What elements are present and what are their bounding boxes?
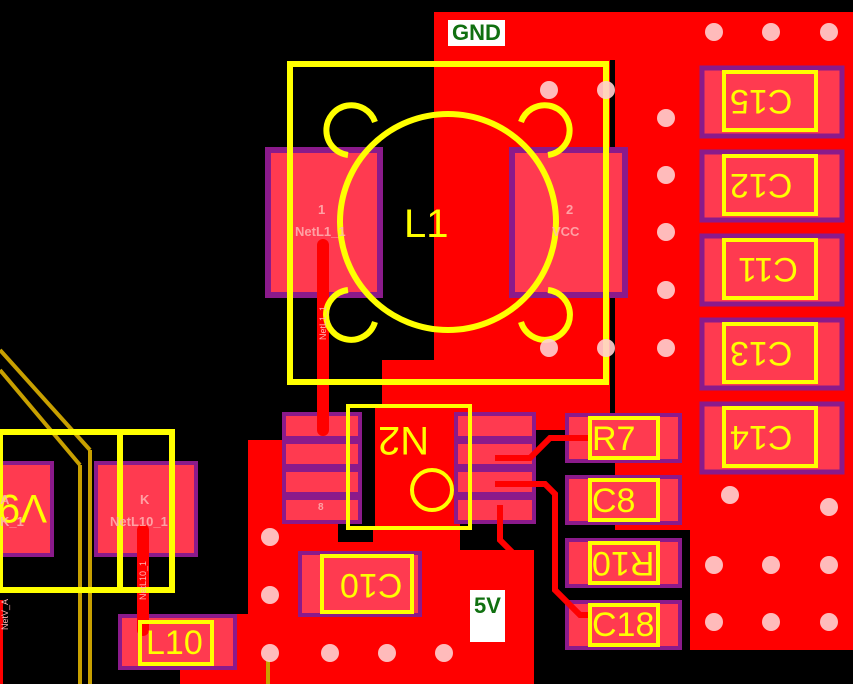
l1-pads	[265, 147, 628, 298]
n2-ref: N2	[378, 418, 430, 462]
l1-pad1-net: NetL1_1	[295, 224, 346, 239]
l1-ref: L1	[404, 202, 449, 246]
silkscreen	[0, 61, 818, 666]
c14-ref: C14	[730, 418, 793, 456]
vias	[261, 23, 838, 662]
c11-ref: C11	[738, 250, 798, 288]
n2-outline	[346, 404, 472, 530]
traces	[0, 239, 590, 684]
l1-pad2-num: 2	[566, 202, 574, 217]
v5-net-label: 5V	[470, 590, 505, 642]
l1-pad2-net: VCC	[552, 224, 580, 239]
left-part-pad-num: A	[0, 492, 10, 507]
r10-ref: R10	[592, 544, 655, 582]
r7-ref: R7	[592, 420, 636, 458]
left-part-trace-net: NetV_A	[0, 598, 10, 630]
l10-ref: L10	[146, 624, 203, 662]
left-part-pad-net: K_1	[0, 514, 24, 529]
c15-ref: C15	[730, 82, 793, 120]
l10-trace-net: NetL10_1	[138, 560, 148, 600]
c13-ref: C13	[730, 334, 793, 372]
c8-ref: C8	[592, 482, 636, 520]
c18-ref: C18	[592, 606, 655, 644]
l10-pad-num: K	[140, 492, 150, 507]
l10-pad-net: NetL10_1	[110, 514, 168, 529]
c12-ref: C12	[730, 166, 793, 204]
n2-body-pour	[375, 405, 460, 530]
n2-pin-label: 8	[318, 502, 324, 513]
c10-ref: C10	[340, 566, 403, 604]
gnd-pour-column	[434, 12, 514, 384]
l1-trace-net: NetL1_1	[318, 305, 328, 340]
l1-outline	[287, 61, 609, 385]
l1-pad1-num: 1	[318, 202, 326, 217]
gnd-net-label: GND	[448, 20, 505, 46]
